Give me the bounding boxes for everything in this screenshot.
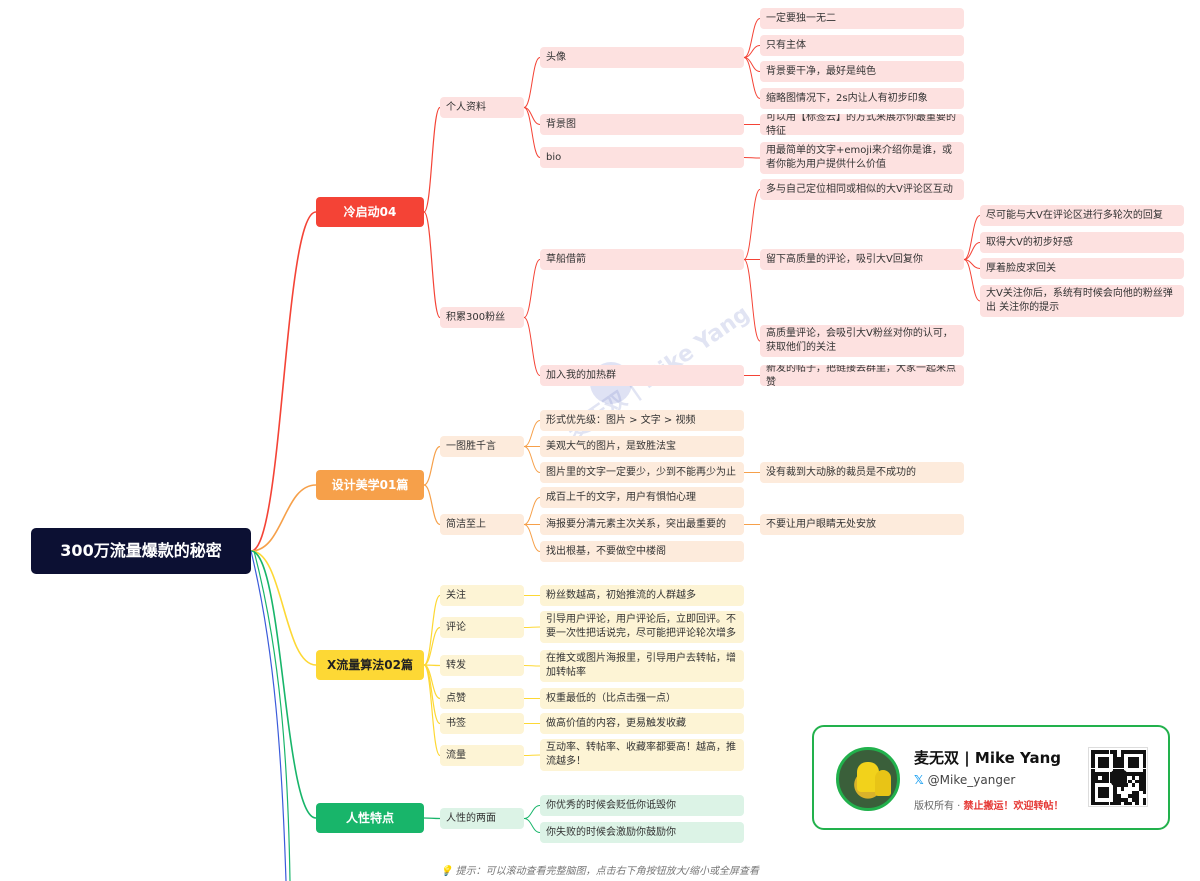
connector-line (524, 260, 540, 318)
connector-line (524, 755, 540, 756)
connector-line (251, 551, 316, 818)
topic-node[interactable]: 不要让用户眼睛无处安放 (760, 514, 964, 535)
topic-node[interactable]: 头像 (540, 47, 744, 68)
connector-line (424, 818, 440, 819)
connector-line (524, 498, 540, 525)
topic-node[interactable]: 引导用户评论，用户评论后，立即回评。不要一次性把话说完，尽可能把评论轮次增多 (540, 611, 744, 643)
topic-node[interactable]: 转发 (440, 655, 524, 676)
connector-line (964, 260, 980, 302)
topic-node[interactable]: 简洁至上 (440, 514, 524, 535)
connector-line (524, 318, 540, 376)
topic-node[interactable]: 找出根基，不要做空中楼阁 (540, 541, 744, 562)
connector-line (424, 485, 440, 525)
connector-line (744, 190, 760, 260)
topic-node[interactable]: 做高价值的内容，更易触发收藏 (540, 713, 744, 734)
topic-node[interactable]: 可以用【标签云】的方式来展示你最重要的特征 (760, 114, 964, 135)
topic-node[interactable]: 书签 (440, 713, 524, 734)
topic-node[interactable]: 流量 (440, 745, 524, 766)
author-handle[interactable]: 𝕏@Mike_yanger (914, 773, 1015, 787)
branch-node[interactable]: X流量算法02篇 (316, 650, 424, 680)
topic-node[interactable]: 大V关注你后，系统有时候会向他的粉丝弹出 关注你的提示 (980, 285, 1184, 317)
avatar[interactable] (836, 747, 900, 811)
topic-node[interactable]: 尽可能与大V在评论区进行多轮次的回复 (980, 205, 1184, 226)
topic-node[interactable]: 权重最低的（比点击强一点） (540, 688, 744, 709)
copyright-note: 版权所有 · 禁止搬运！欢迎转帖！ (914, 797, 1064, 812)
topic-node[interactable]: 多与自己定位相同或相似的大V评论区互动 (760, 179, 964, 200)
topic-node[interactable]: 成百上千的文字，用户有惧怕心理 (540, 487, 744, 508)
connector-line (524, 819, 540, 833)
branch-node[interactable]: 冷启动04 (316, 197, 424, 227)
connector-line (424, 596, 440, 666)
topic-node[interactable]: 美观大气的图片，是致胜法宝 (540, 436, 744, 457)
qr-code-icon[interactable] (1088, 747, 1148, 807)
x-logo-icon: 𝕏 (914, 773, 924, 787)
topic-node[interactable]: 在推文或图片海报里，引导用户去转帖，增加转帖率 (540, 650, 744, 682)
topic-node[interactable]: 互动率、转帖率、收藏率都要高！越高，推流越多！ (540, 739, 744, 771)
connector-line (524, 447, 540, 473)
topic-node[interactable]: 厚着脸皮求回关 (980, 258, 1184, 279)
topic-node[interactable]: 海报要分清元素主次关系，突出最重要的 (540, 514, 744, 535)
connector-line (744, 260, 760, 342)
topic-node[interactable]: 草船借箭 (540, 249, 744, 270)
topic-node[interactable]: 取得大V的初步好感 (980, 232, 1184, 253)
topic-node[interactable]: 高质量评论，会吸引大V粉丝对你的认可，获取他们的关注 (760, 325, 964, 357)
topic-node[interactable]: 加入我的加热群 (540, 365, 744, 386)
topic-node[interactable]: 用最简单的文字+emoji来介绍你是谁，或者你能为用户提供什么价值 (760, 142, 964, 174)
lightbulb-icon: 💡 (440, 866, 452, 877)
branch-node[interactable]: 设计美学01篇 (316, 470, 424, 500)
connector-line (251, 485, 316, 551)
topic-node[interactable]: 人性的两面 (440, 808, 524, 829)
topic-node[interactable]: 缩略图情况下，2s内让人有初步印象 (760, 88, 964, 109)
topic-node[interactable]: 点赞 (440, 688, 524, 709)
topic-node[interactable]: 你失败的时候会激励你鼓励你 (540, 822, 744, 843)
topic-node[interactable]: 没有裁到大动脉的裁员是不成功的 (760, 462, 964, 483)
connector-line (524, 421, 540, 447)
branch-node[interactable]: 人性特点 (316, 803, 424, 833)
connector-line (424, 108, 440, 213)
topic-node[interactable]: 一图胜千言 (440, 436, 524, 457)
topic-node[interactable]: 新发的帖子，把链接丢群里，大家一起来点赞 (760, 365, 964, 386)
topic-node[interactable]: 背景图 (540, 114, 744, 135)
topic-node[interactable]: 你优秀的时候会贬低你诋毁你 (540, 795, 744, 816)
topic-node[interactable]: bio (540, 147, 744, 168)
topic-node[interactable]: 粉丝数越高，初始推流的人群越多 (540, 585, 744, 606)
connector-line (524, 806, 540, 819)
connector-line (251, 212, 316, 551)
topic-node[interactable]: 图片里的文字一定要少，少到不能再少为止 (540, 462, 744, 483)
topic-node[interactable]: 只有主体 (760, 35, 964, 56)
connector-line (424, 665, 440, 756)
author-card: 麦无双 | Mike Yang 𝕏@Mike_yanger 版权所有 · 禁止搬… (812, 725, 1170, 830)
topic-node[interactable]: 评论 (440, 617, 524, 638)
topic-node[interactable]: 一定要独一无二 (760, 8, 964, 29)
topic-node[interactable]: 形式优先级：图片 > 文字 > 视频 (540, 410, 744, 431)
author-name: 麦无双 | Mike Yang (914, 747, 1061, 768)
connector-line (524, 666, 540, 667)
topic-node[interactable]: 关注 (440, 585, 524, 606)
connector-line (251, 551, 316, 665)
topic-node[interactable]: 背景要干净，最好是纯色 (760, 61, 964, 82)
connector-line (524, 627, 540, 628)
topic-node[interactable]: 积累300粉丝 (440, 307, 524, 328)
hint-text: 💡 提示：可以滚动查看完整脑图，点击右下角按钮放大/缩小或全屏查看 (440, 862, 759, 877)
topic-node[interactable]: 留下高质量的评论，吸引大V回复你 (760, 249, 964, 270)
connector-line (424, 447, 440, 486)
connector-line (424, 212, 440, 318)
connector-line (744, 158, 760, 159)
connector-line (524, 58, 540, 108)
root-node[interactable]: 300万流量爆款的秘密 (31, 528, 251, 574)
connector-line (524, 525, 540, 552)
connector-line (964, 216, 980, 260)
topic-node[interactable]: 个人资料 (440, 97, 524, 118)
